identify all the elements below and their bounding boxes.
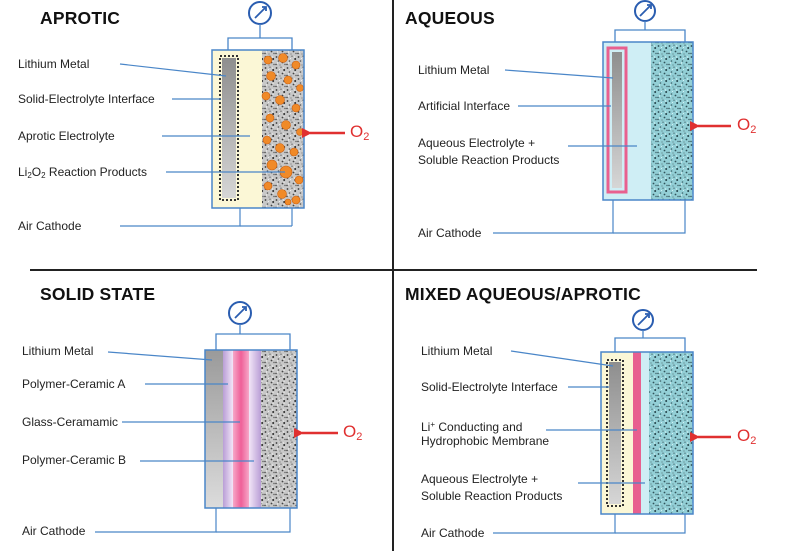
glass-ceramic — [233, 350, 249, 508]
panel-solid-state: SOLID STATE Lithium Metal Polymer-Cerami… — [0, 276, 392, 551]
label-electrolyte-line1: Aqueous Electrolyte + — [421, 472, 539, 486]
label-artificial-interface: Artificial Interface — [418, 99, 511, 113]
label-glass-ceramic: Glass-Ceramamic — [22, 415, 119, 429]
lithium-metal — [222, 58, 236, 198]
label-air-cathode: Air Cathode — [18, 219, 82, 233]
voltmeter-icon — [215, 301, 291, 350]
horizontal-divider — [30, 269, 757, 271]
solid-state-cell-diagram — [95, 301, 338, 533]
sei-layer — [606, 359, 624, 507]
polymer-ceramic-b — [249, 350, 261, 508]
label-electrolyte-line1: Aqueous Electrolyte + — [418, 136, 536, 150]
artificial-interface — [606, 46, 628, 194]
lithium-metal — [612, 52, 622, 188]
voltmeter-icon — [614, 309, 686, 352]
label-polymer-ceramic-b: Polymer-Ceramic B — [22, 453, 127, 467]
label-o2: O2 — [737, 426, 757, 447]
lithium-metal — [205, 350, 223, 508]
label-lithium-metal: Lithium Metal — [18, 57, 90, 71]
li2o2-products — [261, 53, 304, 206]
conducting-membrane — [633, 352, 641, 514]
panel-title: AQUEOUS — [405, 8, 495, 28]
air-cathode — [651, 42, 693, 200]
aqueous-electrolyte — [641, 352, 649, 514]
label-air-cathode: Air Cathode — [22, 524, 86, 538]
label-electrolyte-line2: Soluble Reaction Products — [421, 489, 563, 503]
label-sei: Solid-Electrolyte Interface — [18, 92, 155, 106]
label-membrane-line1: Li+ Conducting and — [421, 420, 523, 434]
label-air-cathode: Air Cathode — [421, 526, 485, 540]
air-cathode — [649, 352, 693, 514]
label-air-cathode: Air Cathode — [418, 226, 482, 240]
panel-title: APROTIC — [40, 8, 121, 28]
lithium-metal — [609, 362, 621, 504]
label-o2: O2 — [737, 115, 757, 136]
voltmeter-icon — [227, 1, 293, 50]
panel-title: MIXED AQUEOUS/APROTIC — [405, 284, 641, 304]
aqueous-cell-diagram — [493, 0, 731, 234]
label-electrolyte-line2: Soluble Reaction Products — [418, 153, 560, 167]
label-lithium-metal: Lithium Metal — [421, 344, 493, 358]
aprotic-cell-diagram — [119, 1, 345, 227]
label-membrane-line2: Hydrophobic Membrane — [421, 434, 550, 448]
label-polymer-ceramic-a: Polymer-Ceramic A — [22, 377, 126, 391]
label-o2: O2 — [343, 422, 363, 443]
aprotic-electrolyte — [212, 50, 262, 208]
air-cathode — [261, 350, 297, 508]
panel-aqueous: AQUEOUS Lithium Metal Artificial Interfa… — [393, 0, 785, 275]
vertical-divider — [392, 0, 394, 551]
voltmeter-icon — [614, 0, 686, 42]
panel-title: SOLID STATE — [40, 284, 156, 304]
panel-aprotic: APROTIC — [0, 0, 392, 275]
sei-layer — [219, 55, 239, 201]
mixed-cell-diagram — [493, 309, 731, 534]
label-lithium-metal: Lithium Metal — [22, 344, 94, 358]
label-lithium-metal: Lithium Metal — [418, 63, 490, 77]
label-reaction-products: Li2O2 Reaction Products — [18, 165, 147, 180]
panel-mixed: MIXED AQUEOUS/APROTIC Lithium Metal Sol — [393, 276, 785, 551]
polymer-ceramic-a — [223, 350, 233, 508]
label-electrolyte: Aprotic Electrolyte — [18, 129, 115, 143]
label-sei: Solid-Electrolyte Interface — [421, 380, 558, 394]
label-o2: O2 — [350, 122, 370, 143]
